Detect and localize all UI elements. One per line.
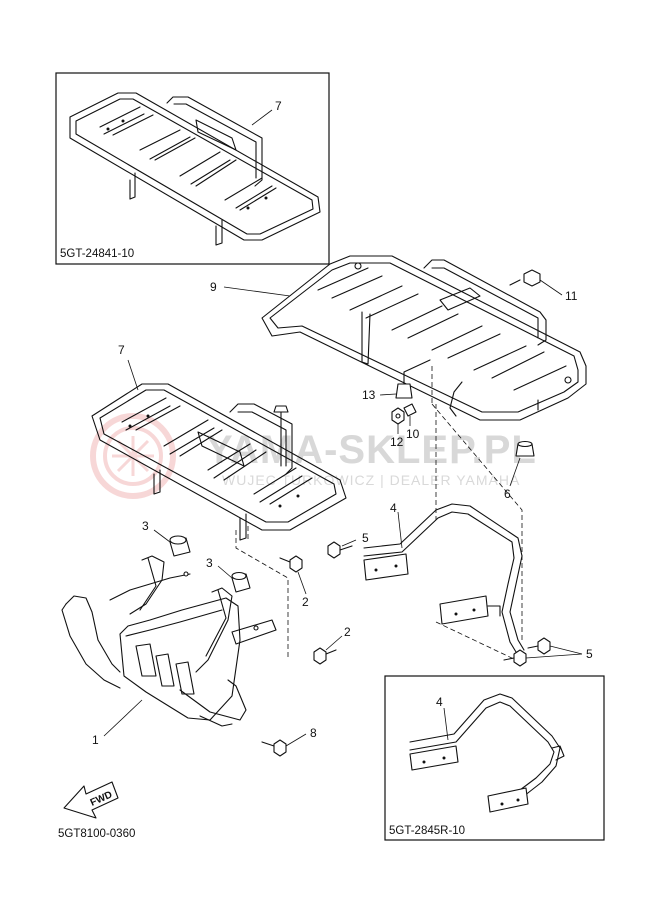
front-guard-drawing [61, 555, 277, 727]
inset-bracket-drawing [409, 693, 565, 813]
callout-bolt-2-upper: 2 [302, 595, 309, 609]
rear-bracket-drawing [363, 503, 525, 653]
cover-3-right-drawing [231, 571, 251, 593]
fwd-arrow-icon: FWD [63, 781, 119, 819]
inset-top-code: 5GT-24841-10 [60, 248, 134, 260]
callout-bolt-2-lower: 2 [344, 625, 351, 639]
callout-bolts-5-lower: 5 [586, 647, 593, 661]
callout-collar-10: 10 [406, 427, 420, 441]
callout-cover-3-left: 3 [142, 519, 149, 533]
bolt-8-drawing [261, 739, 287, 757]
inset-bottom-code: 5GT-2845R-10 [389, 825, 465, 837]
bolt-2-upper-drawing [279, 555, 303, 573]
bolt-11-drawing [509, 269, 541, 287]
callout-cover-3-right: 3 [206, 556, 213, 570]
bolt-5-upper-drawing [327, 541, 353, 559]
collar-13-drawing [395, 359, 431, 399]
collar-10-drawing [403, 403, 417, 417]
front-rack-drawing [91, 383, 347, 541]
callout-bolt-8: 8 [310, 726, 317, 740]
inset-bottom: 4 5GT-2845R-10 [384, 675, 605, 841]
callout-front-rack-7: 7 [118, 343, 125, 357]
inset-front-rack-drawing [69, 92, 321, 246]
rear-rack-drawing [261, 255, 587, 421]
callout-rear-rack-9: 9 [210, 280, 217, 294]
callout-collar-13: 13 [362, 388, 376, 402]
nut-12-drawing [391, 407, 405, 425]
bolt-2-lower-drawing [313, 647, 337, 665]
cover-3-left-drawing [169, 535, 191, 557]
callout-bolt-11: 11 [565, 289, 578, 303]
callout-nut-12: 12 [390, 435, 404, 449]
callout-inset-rack-7: 7 [275, 99, 282, 113]
inset-top: 7 5GT-24841-10 [55, 72, 330, 265]
figure-code: 5GT8100-0360 [58, 828, 135, 840]
callout-guard-1: 1 [92, 733, 99, 747]
watermark-logo-icon [90, 413, 176, 499]
bolts-5-lower-drawing [503, 637, 551, 667]
grommet-6-drawing [515, 440, 535, 457]
callout-bracket-4: 4 [390, 501, 397, 515]
callout-grommet-6: 6 [504, 487, 511, 501]
callout-inset-bracket-4: 4 [436, 695, 443, 709]
callout-bolt-5-upper: 5 [362, 531, 369, 545]
watermark-sub-text: WUJEC TURKOWICZ | DEALER YAMAHA [222, 472, 520, 488]
